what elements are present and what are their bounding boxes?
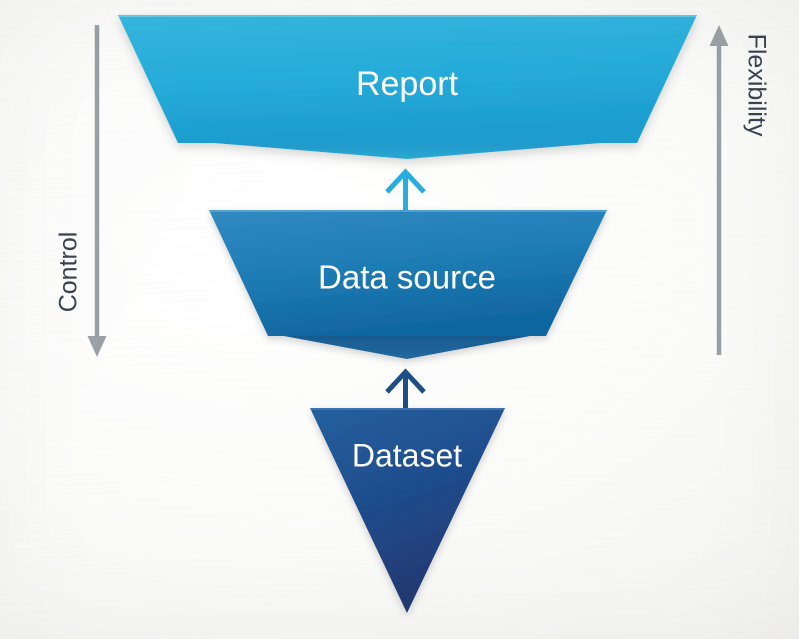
report-label: Report — [356, 65, 459, 103]
report-trapezoid[interactable] — [118, 15, 697, 143]
control-axis-label: Control — [55, 232, 83, 313]
data-source-trapezoid[interactable] — [209, 210, 607, 336]
dataset-label: Dataset — [352, 437, 462, 473]
data-source-label: Data source — [318, 259, 496, 296]
dataset-triangle[interactable] — [310, 408, 505, 613]
data-source-flange — [268, 333, 546, 359]
arrow-up-cyan — [385, 168, 426, 210]
arrow-up-navy — [385, 368, 426, 410]
control-arrow-down-icon — [87, 25, 107, 357]
report-flange — [178, 140, 637, 159]
flexibility-axis-label: Flexibility — [742, 34, 770, 137]
flexibility-arrow-up-icon — [709, 25, 729, 355]
